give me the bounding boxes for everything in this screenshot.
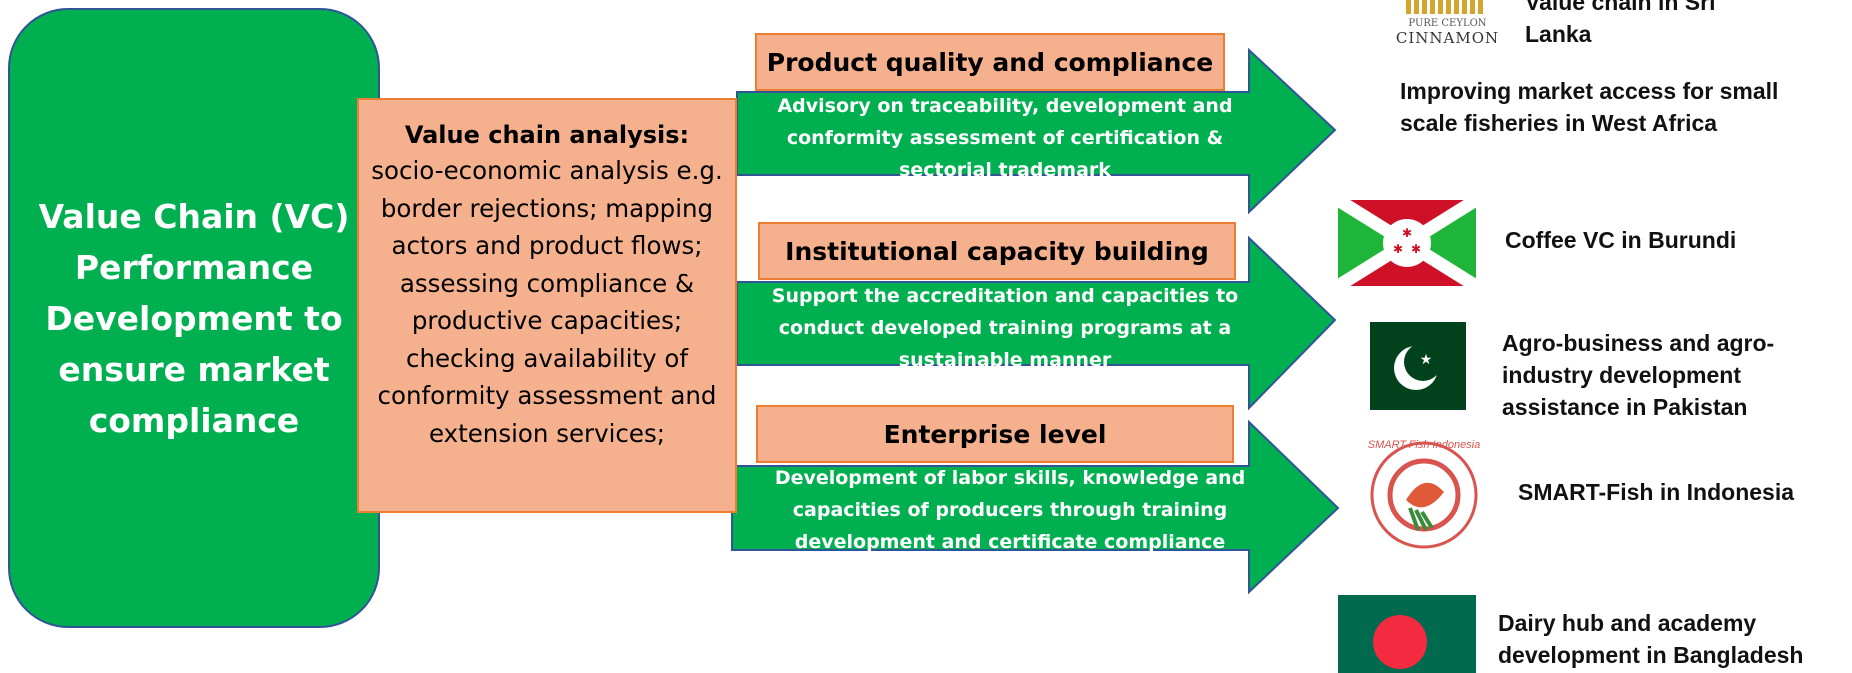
bangladesh-flag-icon xyxy=(1338,595,1476,673)
project-sri-lanka-label: Value chain in Sri Lanka xyxy=(1525,0,1716,47)
project-indonesia-label: SMART-Fish in Indonesia xyxy=(1518,479,1795,505)
arrow-enterprise xyxy=(731,419,1340,595)
svg-text:SMART-Fish Indonesia: SMART-Fish Indonesia xyxy=(1368,439,1480,451)
project-burundi-label: Coffee VC in Burundi xyxy=(1505,227,1737,253)
svg-text:✱: ✱ xyxy=(1402,226,1412,240)
product-quality-label: Product quality and compliance xyxy=(755,33,1225,91)
analysis-body: socio-economic analysis e.g. border reje… xyxy=(371,156,723,448)
smart-fish-logo-icon: SMART-Fish Indonesia xyxy=(1368,430,1480,560)
enterprise-level-text: Development of labor skills, knowledge a… xyxy=(774,467,1246,553)
svg-text:✱: ✱ xyxy=(1393,242,1403,256)
svg-text:✱: ✱ xyxy=(1411,242,1421,256)
burundi-flag-icon: ✱ ✱ ✱ xyxy=(1338,200,1476,286)
vc-performance-box: Value Chain (VC) Performance Development… xyxy=(8,8,380,628)
vc-performance-title: Value Chain (VC) Performance Development… xyxy=(38,196,350,440)
analysis-heading: Value chain analysis: xyxy=(404,121,690,149)
institutional-capacity-label: Institutional capacity building xyxy=(758,222,1236,280)
arrow-product-quality xyxy=(736,47,1337,215)
pure-ceylon-cinnamon-logo: PURE CEYLON CINNAMON xyxy=(1390,0,1505,52)
value-chain-analysis-box: Value chain analysis: socio-economic ana… xyxy=(357,98,737,513)
pakistan-flag-icon: ★ xyxy=(1370,322,1466,410)
svg-text:★: ★ xyxy=(1420,351,1433,367)
arrow-institutional xyxy=(736,235,1337,411)
enterprise-level-label: Enterprise level xyxy=(756,405,1234,463)
product-quality-text: Advisory on traceability, development an… xyxy=(777,95,1233,181)
institutional-capacity-text: Support the accreditation and capacities… xyxy=(771,285,1239,371)
project-west-africa-label: Improving market access for small scale … xyxy=(1400,78,1779,136)
project-bangladesh-label: Dairy hub and academy development in Ban… xyxy=(1498,610,1804,668)
project-pakistan-label: Agro-business and agro-industry developm… xyxy=(1502,330,1775,420)
